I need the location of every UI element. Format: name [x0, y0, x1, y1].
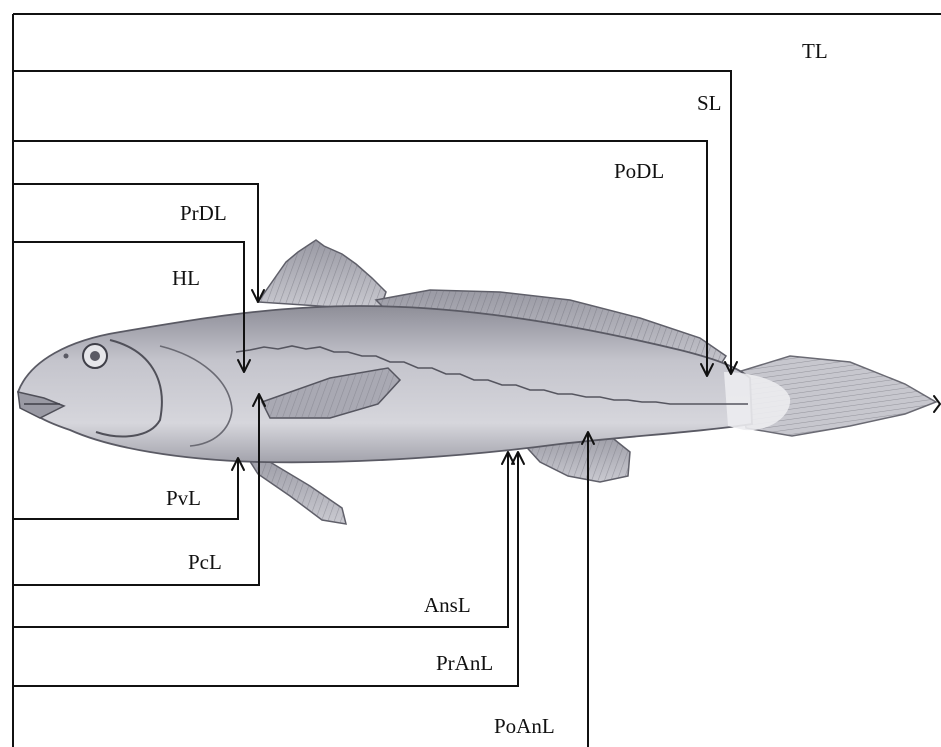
fish-illustration — [18, 240, 936, 524]
label-hl: HL — [172, 266, 200, 290]
label-sl: SL — [697, 91, 722, 115]
label-prdl: PrDL — [180, 201, 227, 225]
label-poanl: PoAnL — [494, 714, 555, 738]
label-ansl: AnsL — [424, 593, 471, 617]
label-podl: PoDL — [614, 159, 664, 183]
label-pcl: PcL — [188, 550, 222, 574]
label-tl: TL — [802, 39, 828, 63]
label-pvl: PvL — [166, 486, 201, 510]
label-pranl: PrAnL — [436, 651, 493, 675]
